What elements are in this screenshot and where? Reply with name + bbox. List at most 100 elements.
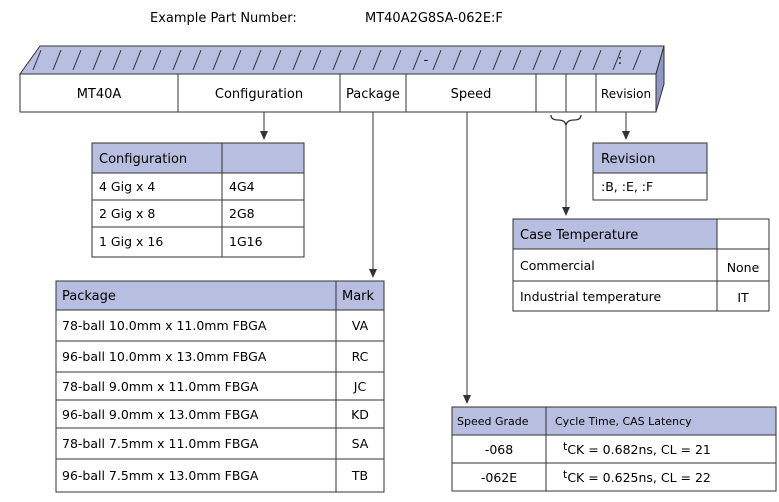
colon-separator: : (618, 53, 622, 68)
package-cell (55, 458, 337, 493)
package-cell (335, 309, 385, 342)
field-mt40a: MT40A (77, 87, 122, 102)
field-speed: Speed (451, 87, 492, 102)
hatch-line (52, 49, 62, 71)
temperature-arrowhead (562, 207, 570, 216)
hatch-line (372, 49, 382, 71)
package-row-5-label: 96-ball 7.5mm x 13.0mm FBGA (62, 468, 259, 483)
hatch-line (332, 49, 342, 71)
dash-separator: - (424, 53, 429, 68)
revision-header-cell (592, 142, 708, 174)
config-cell (91, 199, 223, 228)
config-cell (221, 199, 305, 228)
speed-cell (451, 462, 547, 492)
hatch-line (92, 49, 102, 71)
example-label: Example Part Number: (150, 11, 297, 26)
hatch-line (512, 49, 522, 71)
package-cell (55, 427, 337, 460)
config-row-1-code: 2G8 (229, 206, 255, 221)
speed-row-0-grade: -068 (485, 442, 513, 457)
package-cell (55, 371, 337, 401)
hatch-line (532, 49, 542, 71)
package-cell (335, 399, 385, 429)
hatch-line (352, 49, 362, 71)
package-arrowhead (369, 269, 377, 278)
hatch-line (472, 49, 482, 71)
temp-row-0-label: Commercial (520, 258, 595, 273)
hatch-line (452, 49, 462, 71)
config-header: Configuration (99, 152, 187, 167)
configuration-table: Configuration 4 Gig x 4 4G4 2 Gig x 8 2G… (91, 142, 305, 258)
config-cell (221, 172, 305, 201)
speed-row-1-cycle: tCK = 0.625ns, CL = 22 (563, 468, 711, 485)
hatch-line (592, 49, 602, 71)
package-cell (335, 371, 385, 401)
temp-cell (716, 280, 770, 312)
package-cell (55, 399, 337, 429)
config-cell (221, 226, 305, 258)
package-cell (55, 340, 337, 373)
hatch-line (392, 49, 402, 71)
temp-row-1-label: Industrial temperature (520, 289, 661, 304)
hatch-line (112, 49, 122, 71)
revision-arrowhead (622, 131, 630, 140)
config-header-cell (221, 142, 305, 174)
speed-header-cell (545, 406, 777, 436)
package-table: Package Mark 78-ball 10.0mm x 11.0mm FBG… (55, 280, 385, 493)
hatch-line (612, 49, 622, 71)
package-row-0-label: 78-ball 10.0mm x 11.0mm FBGA (62, 318, 267, 333)
package-cell (335, 458, 385, 493)
speed-arrowhead (463, 395, 471, 404)
package-row-4-mark: SA (352, 436, 369, 451)
hatch-line (152, 49, 162, 71)
package-row-2-label: 78-ball 9.0mm x 11.0mm FBGA (62, 379, 259, 394)
hatch-line (312, 49, 322, 71)
package-row-1-mark: RC (352, 349, 369, 364)
revision-table: Revision :B, :E, :F (592, 142, 708, 201)
case-temperature-table: Case Temperature Commercial None Industr… (512, 218, 770, 312)
speed-row-0-cycle: tCK = 0.682ns, CL = 21 (563, 440, 711, 457)
part-number-bar-front (19, 73, 657, 113)
package-header-mark: Mark (342, 289, 375, 304)
hatch-line (632, 49, 642, 71)
hatch-line (272, 49, 282, 71)
package-row-1-label: 96-ball 10.0mm x 13.0mm FBGA (62, 349, 267, 364)
config-row-2-code: 1G16 (229, 234, 263, 249)
hatch-line (212, 49, 222, 71)
field-package: Package (346, 87, 400, 102)
package-header: Package (62, 289, 116, 304)
temperature-brace (550, 114, 582, 126)
package-row-2-mark: JC (353, 379, 367, 394)
package-row-5-mark: TB (351, 468, 368, 483)
temp-cell (512, 280, 718, 312)
config-row-0-label: 4 Gig x 4 (99, 179, 155, 194)
temp-row-0-mark: None (727, 260, 760, 275)
speed-cell (545, 434, 777, 464)
speed-row-1-grade: -062E (481, 470, 517, 485)
hatch-line (232, 49, 242, 71)
hatch-line (432, 49, 442, 71)
package-row-0-mark: VA (352, 318, 369, 333)
package-row-4-label: 78-ball 7.5mm x 11.0mm FBGA (62, 436, 259, 451)
config-cell (91, 172, 223, 201)
example-part-number: MT40A2G8SA-062E:F (365, 11, 503, 26)
speed-header-grade: Speed Grade (457, 415, 529, 428)
hatch-line (32, 49, 42, 71)
hatch-line (72, 49, 82, 71)
config-row-1-label: 2 Gig x 8 (99, 206, 155, 221)
package-row-3-mark: KD (351, 407, 369, 422)
revision-values: :B, :E, :F (601, 179, 653, 194)
config-row-0-code: 4G4 (229, 179, 255, 194)
hatch-line (492, 49, 502, 71)
temp-row-1-mark: IT (737, 290, 749, 305)
revision-header: Revision (601, 152, 655, 167)
field-configuration: Configuration (215, 87, 303, 102)
speed-cell (545, 462, 777, 492)
field-revision: Revision (601, 87, 651, 101)
hatch-line (292, 49, 302, 71)
hatch-line (572, 49, 582, 71)
temp-header-cell (512, 218, 718, 250)
package-row-3-label: 96-ball 9.0mm x 13.0mm FBGA (62, 407, 259, 422)
speed-header-cycle: Cycle Time, CAS Latency (555, 415, 692, 428)
